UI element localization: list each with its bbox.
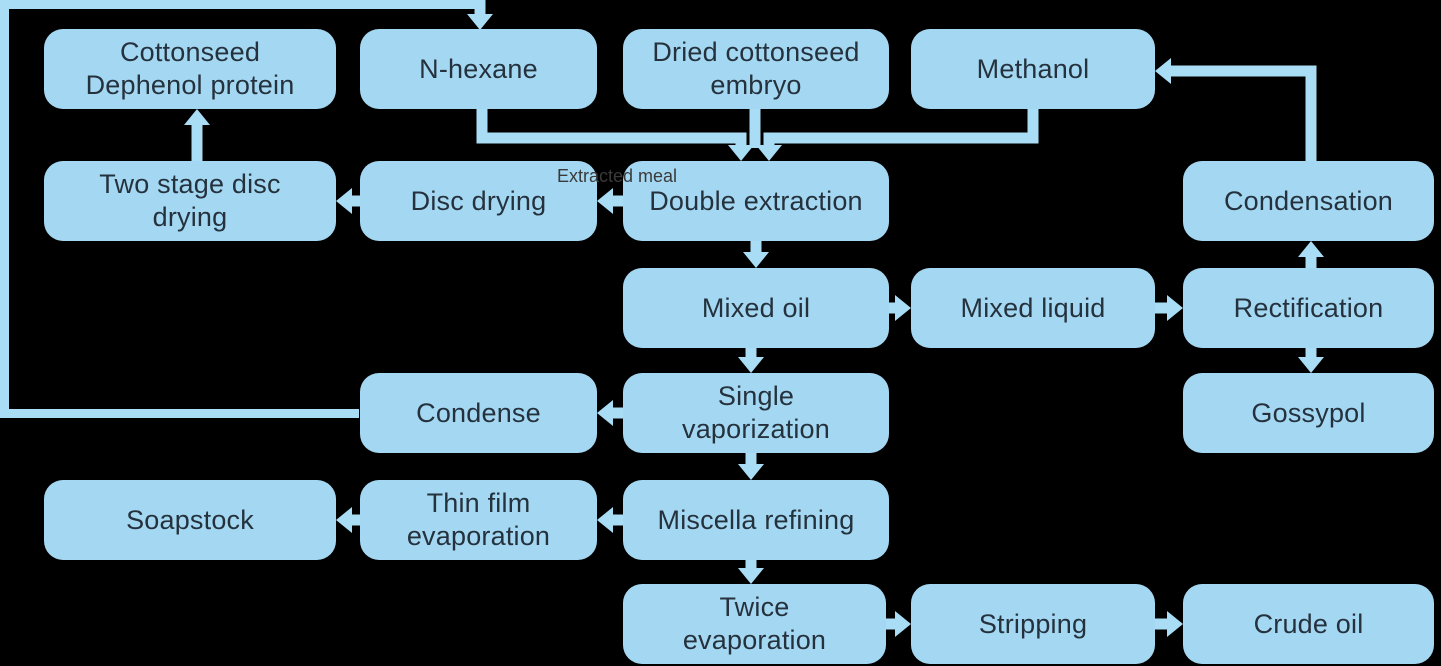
edge-condensation-to-methanol (1171, 65, 1317, 161)
node-mixed-oil: Mixed oil (623, 268, 889, 348)
node-condense: Condense (360, 373, 597, 453)
node-miscella-refining: Miscella refining (623, 480, 889, 560)
arrowhead-disc-drying-to-two-stage-disc-drying (336, 188, 352, 214)
arrowhead-miscella-refining-to-twice-evaporation (738, 568, 764, 584)
node-stripping: Stripping (911, 584, 1155, 664)
arrowhead-stripping-to-crude-oil (1167, 611, 1183, 637)
edge-condense-to-n-hexane (0, 0, 480, 418)
node-double-extraction: Double extraction (623, 161, 889, 241)
node-thin-film-evaporation: Thin film evaporation (360, 480, 597, 560)
node-dried-cottonseed-embryo: Dried cottonseed embryo (623, 29, 889, 109)
node-cottonseed-dephenol-protein: Cottonseed Dephenol protein (44, 29, 336, 109)
arrowhead-n-hexane-to-double-extraction (728, 145, 754, 161)
arrowhead-methanol-to-double-extraction (756, 145, 782, 161)
arrowhead-two-stage-disc-drying-to-cottonseed-dephenol-protein (184, 109, 210, 125)
arrowhead-single-vaporization-to-condense (597, 400, 613, 426)
node-rectification: Rectification (1183, 268, 1434, 348)
arrowhead-mixed-oil-to-mixed-liquid (895, 295, 911, 321)
node-single-vaporization: Single vaporization (623, 373, 889, 453)
node-mixed-liquid: Mixed liquid (911, 268, 1155, 348)
edge-methanol-to-double-extraction (763, 109, 1039, 147)
arrowhead-double-extraction-to-disc-drying (597, 188, 613, 214)
node-methanol: Methanol (911, 29, 1155, 109)
arrowhead-condensation-to-methanol (1155, 58, 1171, 84)
node-twice-evaporation: Twice evaporation (623, 584, 886, 664)
arrowhead-twice-evaporation-to-stripping (895, 611, 911, 637)
arrowhead-condense-to-n-hexane (467, 14, 493, 30)
node-gossypol: Gossypol (1183, 373, 1434, 453)
arrowhead-mixed-liquid-to-rectification (1167, 295, 1183, 321)
arrowhead-mixed-oil-to-single-vaporization (738, 357, 764, 373)
arrowhead-thin-film-evaporation-to-soapstock (336, 507, 352, 533)
node-condensation: Condensation (1183, 161, 1434, 241)
extracted-meal-label: Extracted meal (557, 166, 678, 186)
node-disc-drying: Disc drying (360, 161, 597, 241)
arrowhead-rectification-to-condensation (1298, 241, 1324, 257)
edge-n-hexane-to-double-extraction (476, 109, 747, 147)
node-crude-oil: Crude oil (1183, 584, 1434, 664)
arrowhead-rectification-to-gossypol (1298, 357, 1324, 373)
node-n-hexane: N-hexane (360, 29, 597, 109)
arrowhead-single-vaporization-to-miscella-refining (738, 464, 764, 480)
node-soapstock: Soapstock (44, 480, 336, 560)
arrowhead-double-extraction-to-mixed-oil (743, 252, 769, 268)
node-two-stage-disc-drying: Two stage disc drying (44, 161, 336, 241)
arrowhead-miscella-refining-to-thin-film-evaporation (597, 507, 613, 533)
